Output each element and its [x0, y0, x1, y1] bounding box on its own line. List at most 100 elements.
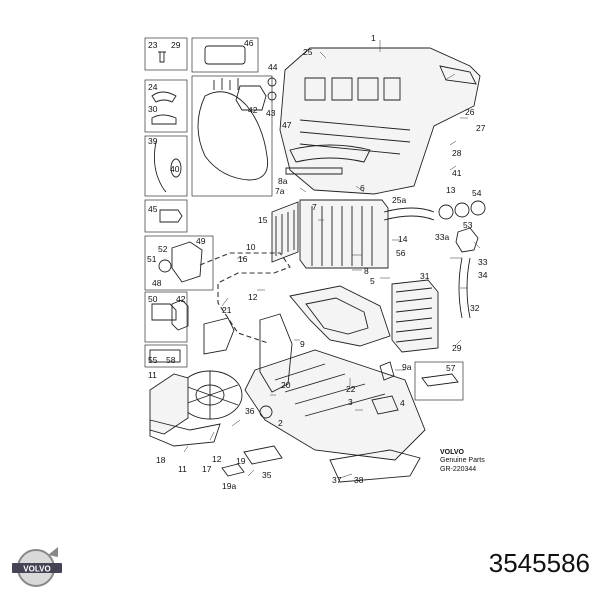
callout-56: 56	[396, 248, 406, 258]
leader-lines	[183, 40, 481, 479]
box-57	[414, 361, 464, 401]
callout-40: 40	[170, 164, 180, 174]
callout-44: 44	[268, 62, 278, 72]
callout-4: 4	[400, 398, 405, 408]
nut-44	[267, 77, 277, 87]
callout-37: 37	[332, 475, 342, 485]
callout-34: 34	[478, 270, 488, 280]
gear-51	[158, 259, 172, 273]
callout-49: 49	[196, 236, 206, 246]
lower-housing	[289, 285, 391, 347]
box-23-29	[144, 37, 188, 71]
box-49-52	[144, 235, 214, 291]
callout-19a: 19a	[222, 481, 236, 491]
clip-24	[151, 91, 177, 103]
blower-base-ribs	[274, 363, 386, 417]
heater-core-fins	[275, 210, 295, 256]
duct-outline	[199, 252, 291, 344]
housing-outlet	[439, 65, 477, 85]
bracket-46	[204, 45, 246, 65]
heater-core-15	[271, 201, 299, 263]
callout-21: 21	[222, 305, 232, 315]
callout-12-bottom: 12	[212, 454, 222, 464]
blower-blades	[181, 371, 239, 419]
part-50	[151, 303, 177, 321]
housing-vents	[304, 77, 401, 101]
callout-23: 23	[148, 40, 158, 50]
heater-core-31-grid	[395, 287, 433, 343]
callout-25a: 25a	[392, 195, 406, 205]
blower-motor-bracket	[149, 419, 221, 447]
box-50-42	[144, 291, 188, 343]
bracket-21	[203, 317, 235, 355]
volvo-logo: VOLVO	[12, 547, 62, 587]
callout-31: 31	[420, 271, 430, 281]
callout-46: 46	[244, 38, 254, 48]
callout-45: 45	[148, 204, 158, 214]
callout-57: 57	[446, 363, 456, 373]
callout-1: 1	[371, 33, 376, 43]
nut-44b	[267, 91, 277, 101]
callout-33: 33	[478, 257, 488, 267]
callout-28: 28	[452, 148, 462, 158]
box-46	[191, 37, 259, 73]
fitting-54-a	[438, 204, 454, 220]
bracket-42-43	[235, 85, 267, 111]
part-number: 3545586	[488, 548, 590, 578]
callout-39: 39	[148, 136, 158, 146]
callout-53: 53	[463, 220, 473, 230]
clip-19a	[221, 463, 245, 477]
callout-7: 7	[312, 202, 317, 212]
callout-11-top: 11	[148, 370, 157, 380]
motor-49-52	[171, 241, 203, 283]
lower-housing-inner	[305, 297, 369, 335]
upper-housing	[279, 47, 481, 195]
callout-17: 17	[202, 464, 212, 474]
callout-58: 58	[166, 355, 176, 365]
callout-14: 14	[398, 234, 408, 244]
callout-19: 19	[236, 456, 246, 466]
flap-8a	[285, 167, 343, 175]
part-42	[171, 299, 189, 331]
callout-15: 15	[258, 215, 268, 225]
callout-5: 5	[370, 276, 375, 286]
part-55-58	[149, 349, 181, 363]
brand-genuine: Genuine Parts	[440, 457, 485, 464]
callout-42-top: 42	[248, 105, 258, 115]
fitting-54-b	[454, 202, 470, 218]
callout-6: 6	[360, 183, 365, 193]
fitting-54-c	[470, 200, 486, 216]
part-4	[371, 395, 399, 415]
callout-50: 50	[148, 294, 158, 304]
callout-54: 54	[472, 188, 482, 198]
callout-22: 22	[346, 384, 356, 394]
tray-37	[329, 449, 421, 483]
box-harness	[191, 75, 273, 197]
callout-16: 16	[238, 254, 248, 264]
callout-12-top: 12	[248, 292, 258, 302]
logo-text: VOLVO	[23, 565, 50, 574]
brand-name: VOLVO	[440, 449, 465, 456]
plate-35	[243, 445, 283, 465]
callout-24: 24	[148, 82, 158, 92]
callout-47: 47	[282, 120, 292, 130]
box-55-58	[144, 344, 188, 368]
callout-26: 26	[465, 107, 475, 117]
cable-39	[153, 141, 167, 193]
callout-48: 48	[152, 278, 162, 288]
evaporator-fins	[311, 206, 373, 266]
harness	[197, 91, 269, 181]
callout-13: 13	[446, 185, 456, 195]
screw-23	[158, 51, 166, 63]
callout-43: 43	[266, 108, 276, 118]
callout-3: 3	[348, 397, 353, 407]
flap-6	[289, 144, 371, 163]
callout-10: 10	[246, 242, 256, 252]
callout-11-bottom: 11	[178, 464, 187, 474]
callout-51: 51	[147, 254, 157, 264]
actuator-45	[159, 209, 183, 223]
harness-connectors	[213, 78, 239, 90]
duct-20	[259, 313, 293, 393]
heater-core-31	[391, 279, 439, 353]
